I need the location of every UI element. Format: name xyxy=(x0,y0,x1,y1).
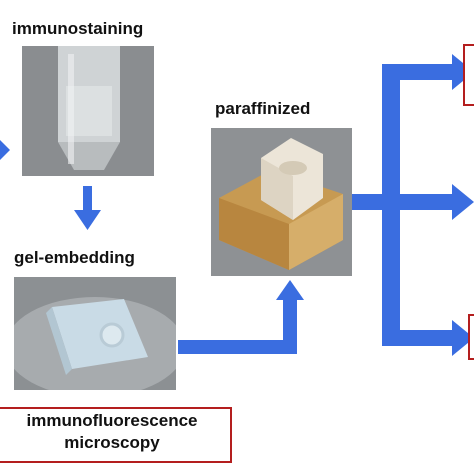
gel-embedding-label: gel-embedding xyxy=(14,248,135,267)
microscopy-label: immunofluorescence microscopy xyxy=(0,410,228,454)
microscopy-line2: microscopy xyxy=(64,433,160,452)
arrow-right-icon xyxy=(400,184,474,220)
output-box-bottom xyxy=(468,314,474,360)
arrow-right-icon xyxy=(382,320,474,356)
arrow-right-icon xyxy=(0,140,10,160)
output-box-top xyxy=(463,44,474,106)
gel-photo xyxy=(14,277,176,390)
tube-photo xyxy=(22,46,154,176)
microscopy-line1: immunofluorescence xyxy=(26,411,198,430)
immunostaining-label: immunostaining xyxy=(12,19,144,38)
paraffin-block-photo xyxy=(211,128,352,276)
arrow-down-icon xyxy=(74,186,101,230)
arrow-up-icon xyxy=(178,280,304,354)
microscopy-box xyxy=(0,407,232,463)
vertical-trunk xyxy=(382,64,400,346)
paraffinized-label: paraffinized xyxy=(215,99,311,118)
